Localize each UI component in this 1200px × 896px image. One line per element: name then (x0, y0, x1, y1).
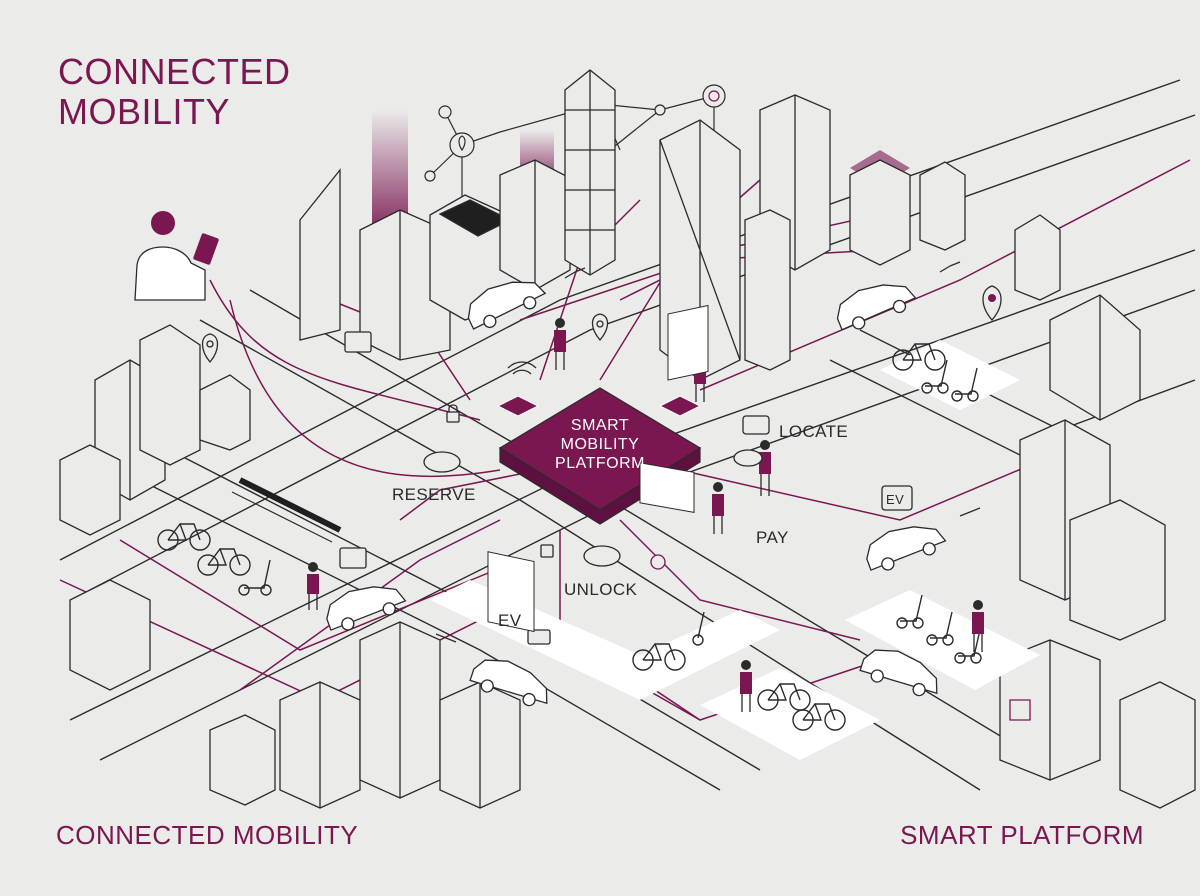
footer-left-caption: CONNECTED MOBILITY (56, 820, 359, 850)
person-figure (972, 600, 984, 652)
map-screen (639, 462, 695, 513)
car-icon (326, 586, 407, 631)
profile-screen (667, 304, 709, 381)
bicycle-icon (792, 703, 846, 731)
bicycle-icon (632, 643, 686, 671)
bike-sign-icon (344, 331, 372, 353)
location-pin-icon (201, 333, 219, 364)
dashboard-screen (487, 551, 535, 633)
battery-icon (527, 629, 551, 645)
person-figure (307, 562, 319, 610)
wifi-icon (507, 361, 537, 375)
scooter-icon (921, 359, 949, 394)
reserve-node (423, 451, 461, 473)
person-figure (554, 318, 566, 370)
scooter-icon (954, 629, 982, 664)
person-with-phone (134, 211, 219, 301)
locate-node (733, 449, 763, 467)
ev-parking-text: EV (498, 611, 522, 630)
micromobility (157, 343, 982, 731)
rail-track (231, 477, 342, 543)
plug-icon (564, 267, 586, 279)
footer-right-caption: SMART PLATFORM (900, 820, 1144, 850)
person-figure (712, 482, 724, 534)
main-title-line1: CONNECTED (58, 51, 291, 92)
scooter-icon (238, 559, 272, 596)
smart-mobility-platform: SMART MOBILITY PLATFORM (487, 304, 709, 633)
user-pin-icon (982, 285, 1002, 321)
car-icon (859, 649, 938, 697)
buildings (59, 69, 1196, 809)
scooter-icon (896, 594, 924, 629)
bicycle-icon (892, 343, 946, 371)
people (134, 211, 984, 712)
person-figure (759, 440, 771, 496)
label-locate: LOCATE (779, 422, 848, 441)
scooter-icon (926, 611, 954, 646)
lock-icon (446, 411, 460, 423)
car-icon (467, 281, 547, 330)
label-unlock: UNLOCK (564, 580, 638, 599)
ev-bubble-text: EV (886, 492, 904, 507)
ev-bubble (881, 485, 913, 511)
chat-icon (742, 415, 770, 435)
cars (326, 281, 947, 707)
car-icon (866, 526, 947, 571)
plug-icon (939, 261, 961, 273)
scooter-icon (692, 611, 705, 646)
platform-line2: MOBILITY (561, 436, 640, 453)
plug-icon (959, 507, 981, 517)
label-reserve: RESERVE (392, 485, 476, 504)
platform-line3: PLATFORM (555, 455, 645, 472)
coin-icon (650, 554, 666, 570)
person-figure (740, 660, 752, 712)
action-labels: RESERVE LOCATE PAY UNLOCK EV EV (392, 422, 904, 630)
car-icon (836, 284, 917, 331)
bike-zone-right (880, 340, 1020, 410)
label-pay: PAY (756, 528, 789, 547)
bicycle-icon (197, 548, 251, 576)
bicycle-icon (157, 523, 211, 551)
map-icons (201, 261, 1002, 645)
bicycle-icon (757, 683, 811, 711)
unlock-node (583, 545, 621, 567)
main-title-line2: MOBILITY (58, 91, 231, 132)
plug-icon (435, 633, 457, 643)
bike-sign-icon (339, 547, 367, 569)
main-title: CONNECTED MOBILITY (58, 52, 358, 132)
ev-car-icon (469, 659, 548, 707)
platform-line1: SMART (571, 417, 629, 434)
lock-icon (540, 544, 554, 558)
bike-zone-bottom (700, 668, 880, 760)
scooter-icon (951, 367, 979, 402)
